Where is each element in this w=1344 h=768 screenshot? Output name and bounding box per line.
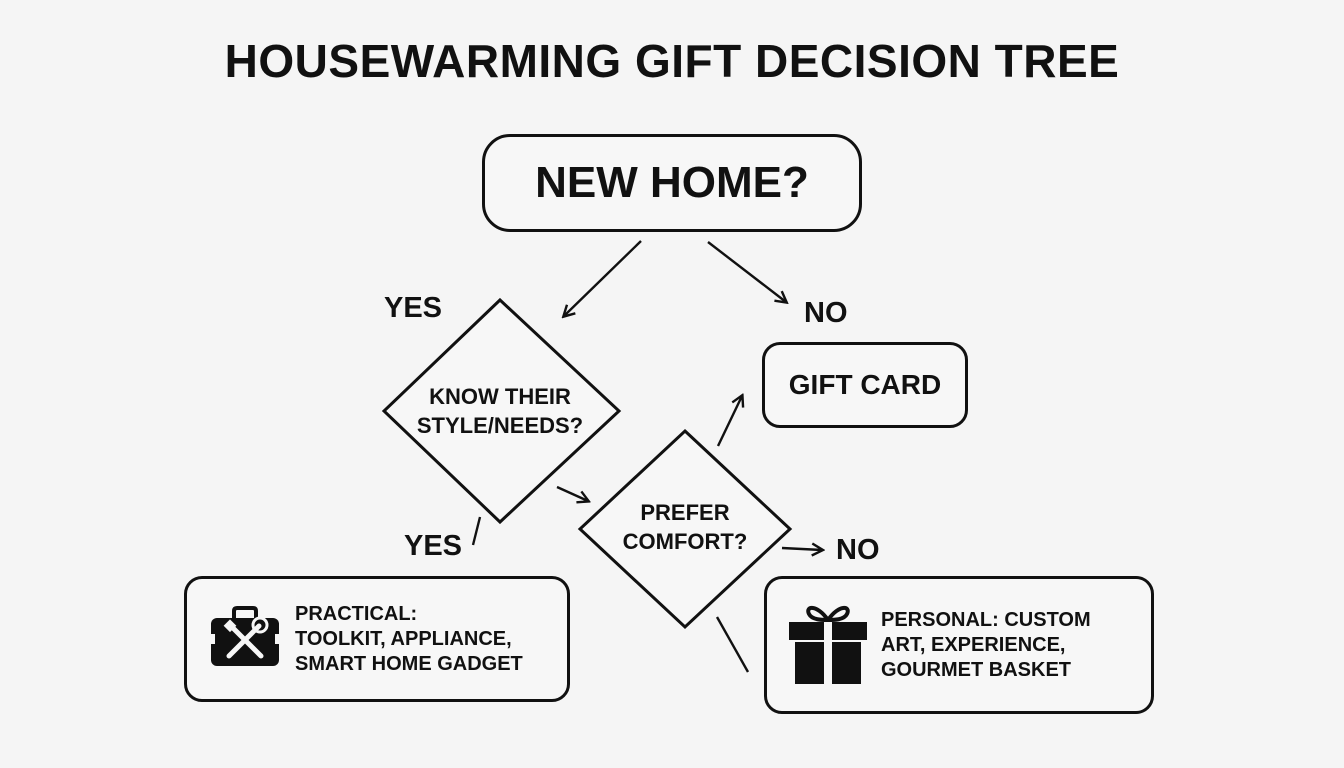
toolbox-icon — [209, 605, 281, 673]
label-style-yes: YES — [404, 530, 463, 562]
diamond-style-shape — [381, 297, 622, 525]
personal-line-2: ART, EXPERIENCE, — [881, 633, 1066, 656]
root-node: NEW HOME? — [482, 134, 862, 232]
edge-root-yes — [564, 240, 642, 316]
comfort-question-node: PREFER COMFORT? — [590, 498, 780, 556]
diamond-comfort-shape — [577, 428, 793, 630]
personal-text: PERSONAL: CUSTOM ART, EXPERIENCE, GOURME… — [881, 608, 1091, 683]
comfort-question-line-2: COMFORT? — [622, 529, 748, 554]
edge-root-no — [707, 241, 786, 302]
personal-line-1: PERSONAL: CUSTOM — [881, 608, 1091, 631]
edge-style-yes — [471, 516, 482, 546]
edge-style-comfort — [556, 485, 588, 501]
comfort-question-line-1: PREFER — [640, 500, 730, 525]
practical-line-1: PRACTICAL: — [295, 602, 418, 625]
label-comfort-no: NO — [836, 534, 880, 566]
diagram-title: HOUSEWARMING GIFT DECISION TREE — [224, 35, 1120, 87]
edge-comfort-giftcard — [716, 396, 742, 447]
practical-line-3: SMART HOME GADGET — [295, 652, 523, 675]
personal-line-3: GOURMET BASKET — [881, 658, 1071, 681]
personal-node: PERSONAL: CUSTOM ART, EXPERIENCE, GOURME… — [764, 576, 1154, 714]
style-question-line-1: KNOW THEIR — [429, 384, 571, 409]
practical-node: PRACTICAL: TOOLKIT, APPLIANCE, SMART HOM… — [184, 576, 570, 702]
edge-comfort-no — [781, 548, 822, 550]
style-question-node: KNOW THEIR STYLE/NEEDS? — [398, 382, 602, 440]
style-question-line-2: STYLE/NEEDS? — [416, 413, 584, 438]
edge-comfort-personal — [715, 616, 750, 673]
gift-card-node: GIFT CARD — [762, 342, 968, 428]
practical-text: PRACTICAL: TOOLKIT, APPLIANCE, SMART HOM… — [295, 602, 523, 677]
gift-icon — [787, 600, 869, 691]
practical-line-2: TOOLKIT, APPLIANCE, — [295, 627, 512, 650]
label-root-yes: YES — [384, 292, 443, 324]
label-root-no: NO — [804, 297, 848, 329]
